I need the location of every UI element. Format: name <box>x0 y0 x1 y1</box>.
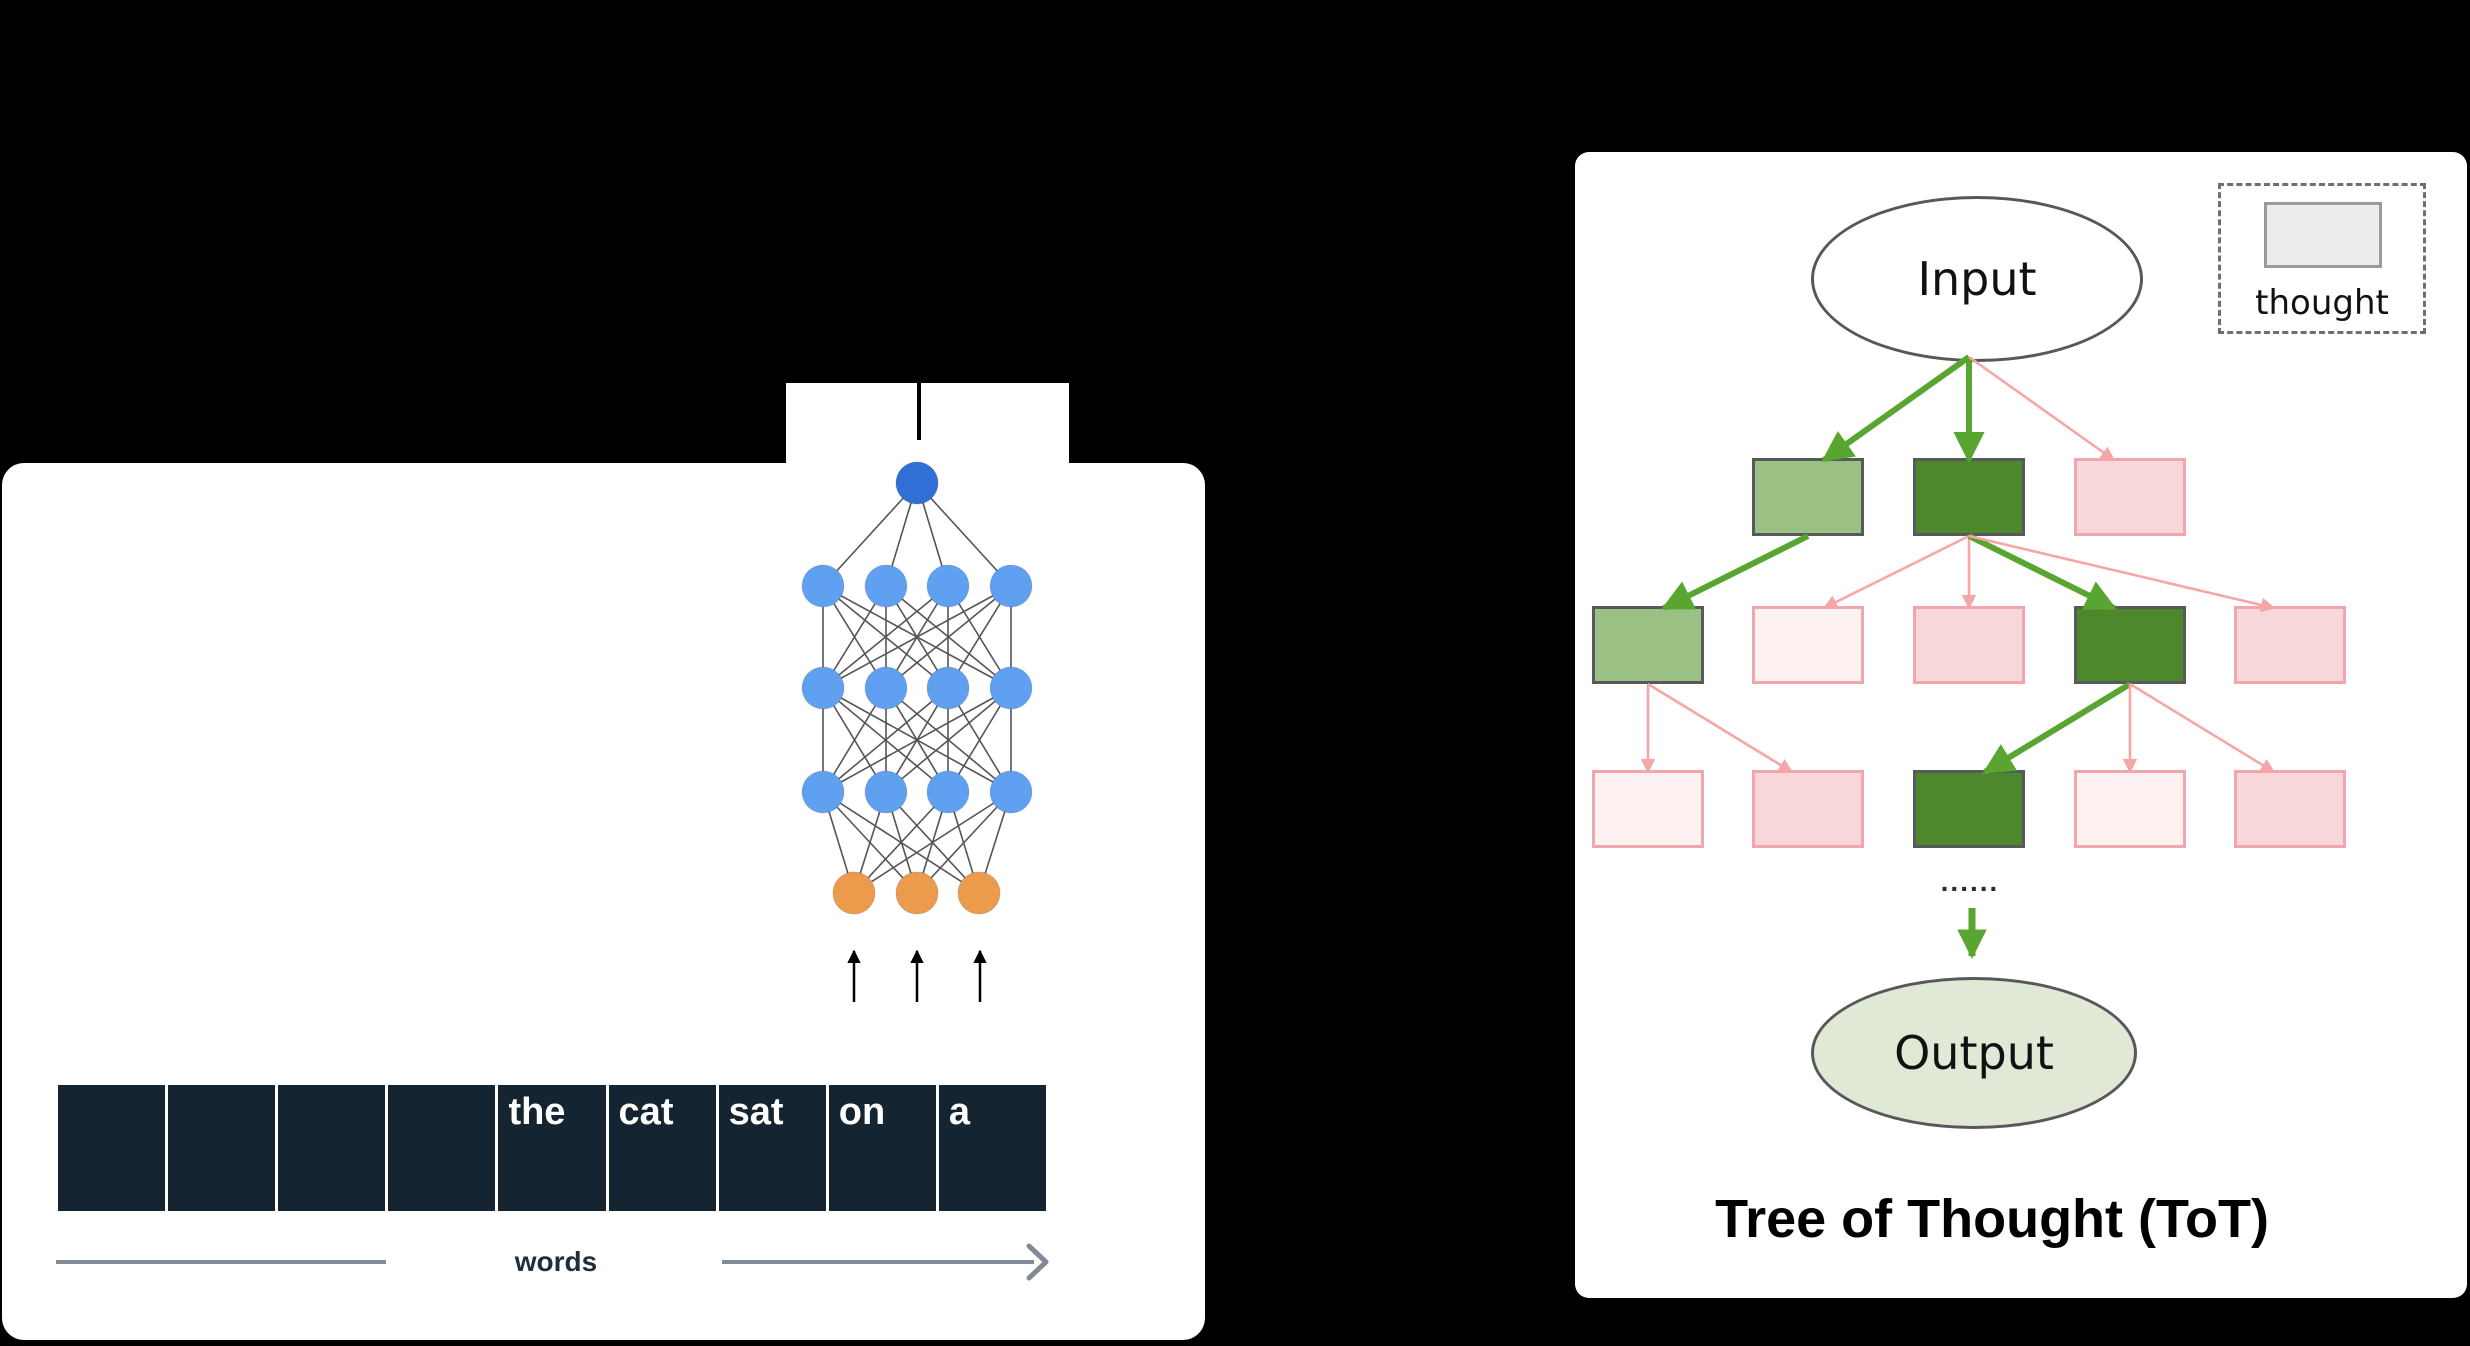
token-cell-on: on <box>828 1085 936 1211</box>
tot-node-r2-c4-pink <box>2234 770 2346 848</box>
thought-legend: thought <box>2218 183 2426 334</box>
token-cell-a: a <box>938 1085 1046 1211</box>
tot-node-r1-c4-pink <box>2234 606 2346 684</box>
tot-node-r2-c0-pink-faint <box>1592 770 1704 848</box>
ellipsis-dots: ...... <box>1940 866 2000 897</box>
token-cell-the: the <box>498 1085 606 1211</box>
tot-node-r2-c2-green-dark <box>1913 770 2025 848</box>
input-label: Input <box>1917 252 2037 306</box>
token-cell-empty <box>388 1085 496 1211</box>
tot-node-r0-c1-green-medium <box>1752 458 1864 536</box>
panel-top-notch <box>786 383 1069 475</box>
token-cell-empty <box>168 1085 276 1211</box>
tot-node-r0-c3-pink <box>2074 458 2186 536</box>
tot-node-r2-c1-pink <box>1752 770 1864 848</box>
token-cell-empty <box>278 1085 386 1211</box>
thought-label: thought <box>2255 283 2389 323</box>
tot-node-r1-c0-green-medium <box>1592 606 1704 684</box>
token-cell-sat: sat <box>718 1085 826 1211</box>
thought-swatch <box>2264 202 2382 268</box>
tot-node-r1-c3-green-dark <box>2074 606 2186 684</box>
output-label: Output <box>1894 1026 2054 1080</box>
output-probe-line <box>917 383 921 440</box>
tot-node-r1-c2-pink <box>1913 606 2025 684</box>
token-cell-empty <box>58 1085 166 1211</box>
tot-node-r0-c2-green-dark <box>1913 458 2025 536</box>
token-cell-cat: cat <box>608 1085 716 1211</box>
tot-node-r2-c3-pink-faint <box>2074 770 2186 848</box>
tot-node-r1-c1-pink-faint <box>1752 606 1864 684</box>
words-axis-label: words <box>514 1246 598 1277</box>
output-oval: Output <box>1811 977 2137 1129</box>
tot-title: Tree of Thought (ToT) <box>1715 1189 2269 1249</box>
input-oval: Input <box>1811 196 2143 362</box>
